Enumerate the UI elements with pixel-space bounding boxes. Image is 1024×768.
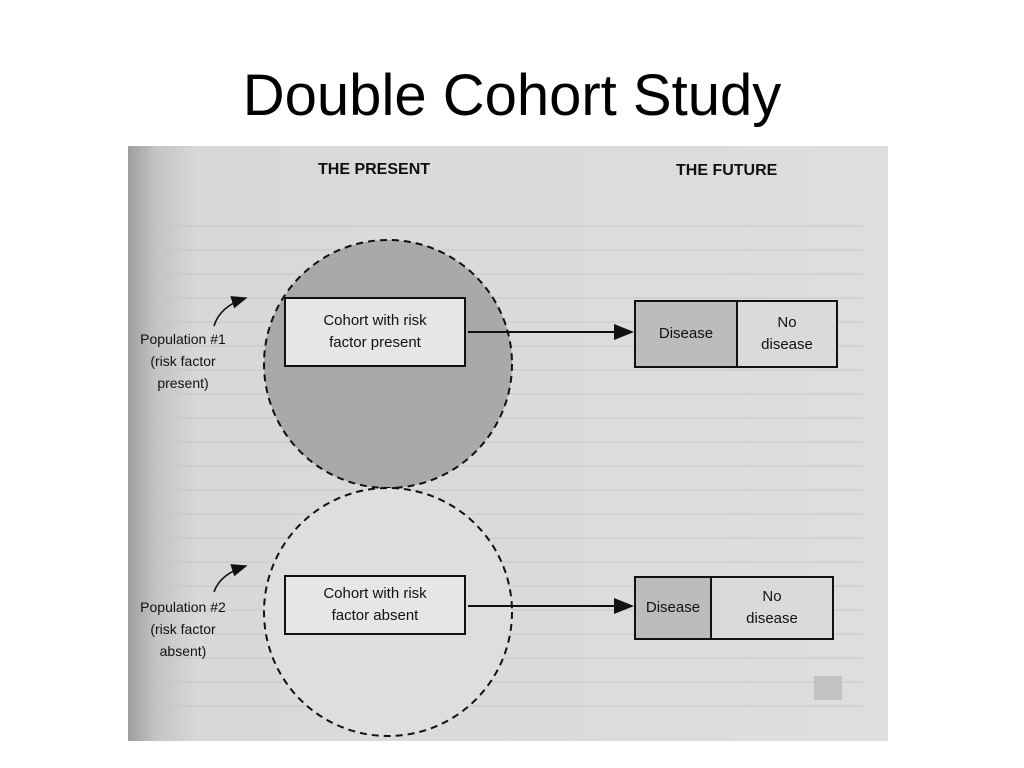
outcome-1-disease: Disease xyxy=(634,300,738,368)
population-1-label: Population #1 (risk factor present) xyxy=(140,331,226,391)
scanned-figure: THE PRESENT THE FUTURE Population #1 (ri… xyxy=(128,146,888,741)
population-2-label: Population #2 (risk factor absent) xyxy=(140,599,226,659)
header-future: THE FUTURE xyxy=(676,162,778,179)
cohort-1-box: Cohort with risk factor present xyxy=(284,297,466,367)
header-present: THE PRESENT xyxy=(318,161,431,178)
population-2-pointer xyxy=(213,564,248,593)
outcome-2-no-disease: No disease xyxy=(710,576,834,640)
outcome-1-no-disease: No disease xyxy=(736,300,838,368)
population-1-pointer xyxy=(213,296,248,327)
cohort-diagram xyxy=(213,239,634,737)
outcome-2-disease: Disease xyxy=(634,576,712,640)
cohort-2-box: Cohort with risk factor absent xyxy=(284,575,466,635)
slide-title: Double Cohort Study xyxy=(242,63,782,128)
